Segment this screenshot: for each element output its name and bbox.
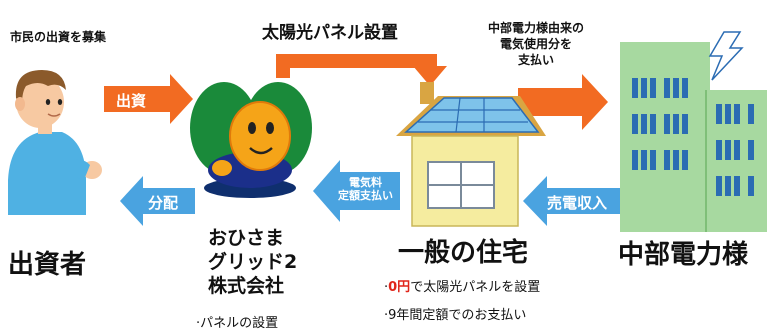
utility-label: 中部電力様: [618, 240, 749, 270]
house-figure: [396, 82, 546, 227]
company-number: 2: [284, 251, 298, 273]
investor-figure: [8, 70, 102, 215]
chubu-payment-caption: 中部電力様由来の 電気使用分を 支払い: [488, 21, 585, 67]
solar-install-arrow: [276, 54, 447, 86]
electricity-fee-arrow-label: 電気料 定額支払い: [338, 176, 393, 202]
solar-install-caption: 太陽光パネル設置: [262, 23, 398, 43]
payment-arrow: [518, 74, 608, 130]
citizens-recruit-caption: 市民の出資を募集: [10, 30, 107, 44]
electricity-fee-arrow: [313, 160, 400, 222]
utility-building: [620, 31, 767, 232]
lightning-bolt-icon: [708, 31, 744, 81]
distribution-arrow-label: 分配: [148, 194, 179, 212]
house-note-1: ·0円で太陽光パネルを設置: [384, 280, 541, 295]
company-note-1: ·パネルの設置: [196, 316, 279, 331]
house-note-2: ·9年間定額でのお支払い: [384, 308, 527, 323]
investor-label: 出資者: [8, 250, 87, 280]
investment-arrow: [104, 74, 193, 124]
house-label: 一般の住宅: [398, 238, 529, 268]
ohisama-mascot: [190, 82, 312, 198]
power-sales-arrow-label: 売電収入: [547, 194, 608, 212]
company-name: おひさま グリッド2 株式会社: [208, 227, 298, 297]
investment-arrow-label: 出資: [116, 92, 147, 110]
power-sales-arrow: [523, 176, 622, 226]
distribution-arrow: [120, 176, 195, 226]
